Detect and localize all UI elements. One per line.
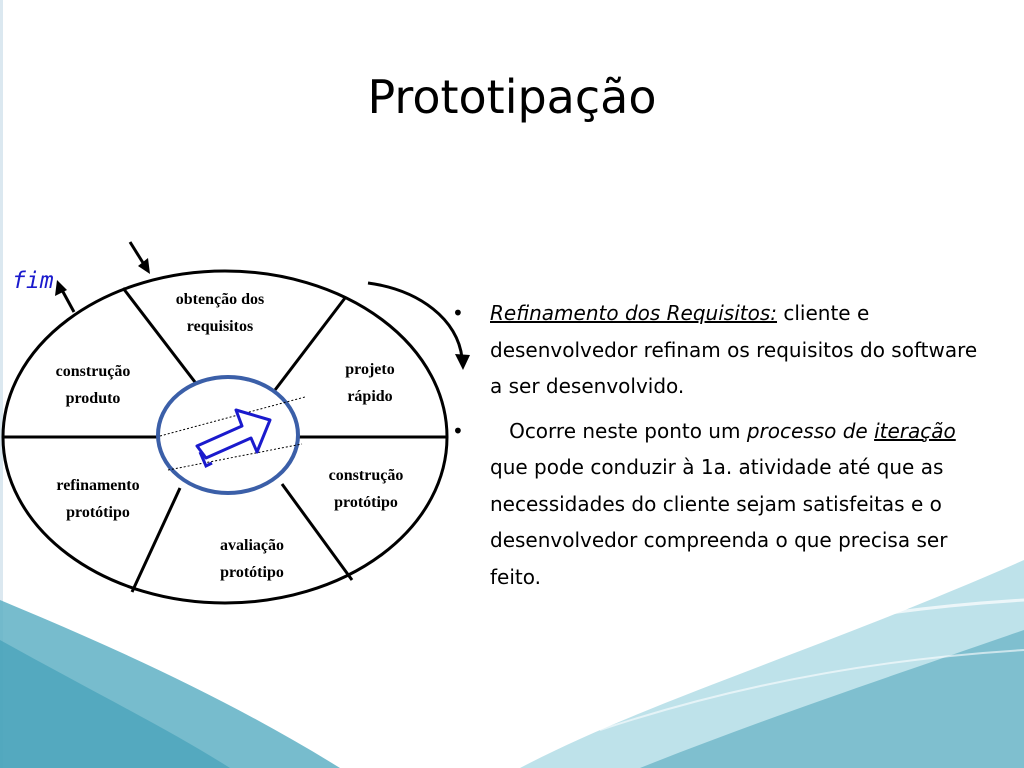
bullet-text: que pode conduzir à 1a. atividade até qu… (490, 455, 948, 589)
bullet-marker: • (452, 301, 464, 325)
bullet-marker: • (452, 418, 464, 443)
end-label: fim (12, 268, 54, 294)
bullet-list: • Refinamento dos Requisitos: cliente e … (448, 295, 993, 595)
segment-label-lower-right: construção protótipo (328, 467, 404, 511)
bullet-term: Refinamento dos Requisitos: (490, 301, 778, 325)
entry-arrow-icon (128, 241, 150, 274)
segment-label-lower-left: refinamento protótipo (56, 477, 140, 521)
slide-edge-decoration (0, 0, 3, 768)
segment-label-top: obtenção dos requisitos (175, 291, 265, 335)
bullet-lead: Ocorre neste ponto um (490, 418, 747, 443)
bullet-text: cliente e desenvolvedor refinam os requi… (490, 301, 978, 398)
slide-title: Prototipação (367, 70, 657, 124)
segment-label-upper-left: construção produto (55, 363, 131, 407)
bullet-italic-process: processo de (746, 418, 868, 443)
divider-lower-right (280, 483, 354, 581)
center-dotted-line-2 (167, 443, 303, 471)
divider-upper-left (121, 287, 200, 387)
bullet-italic-iteration: iteração (874, 418, 956, 443)
segment-label-upper-right: projeto rápido (345, 361, 395, 405)
center-dotted-line-1 (159, 396, 306, 437)
return-arrow-icon (195, 408, 272, 469)
direction-arrow-icon (367, 281, 470, 370)
divider-lower-left (130, 487, 182, 593)
bullet-item-iteration: • Ocorre neste ponto um processo de iter… (448, 413, 993, 596)
bullet-item-refinement: • Refinamento dos Requisitos: cliente e … (448, 295, 993, 405)
divider-upper-right (273, 297, 347, 391)
segment-label-bottom: avaliação protótipo (220, 537, 284, 581)
exit-arrow-icon (55, 280, 76, 313)
